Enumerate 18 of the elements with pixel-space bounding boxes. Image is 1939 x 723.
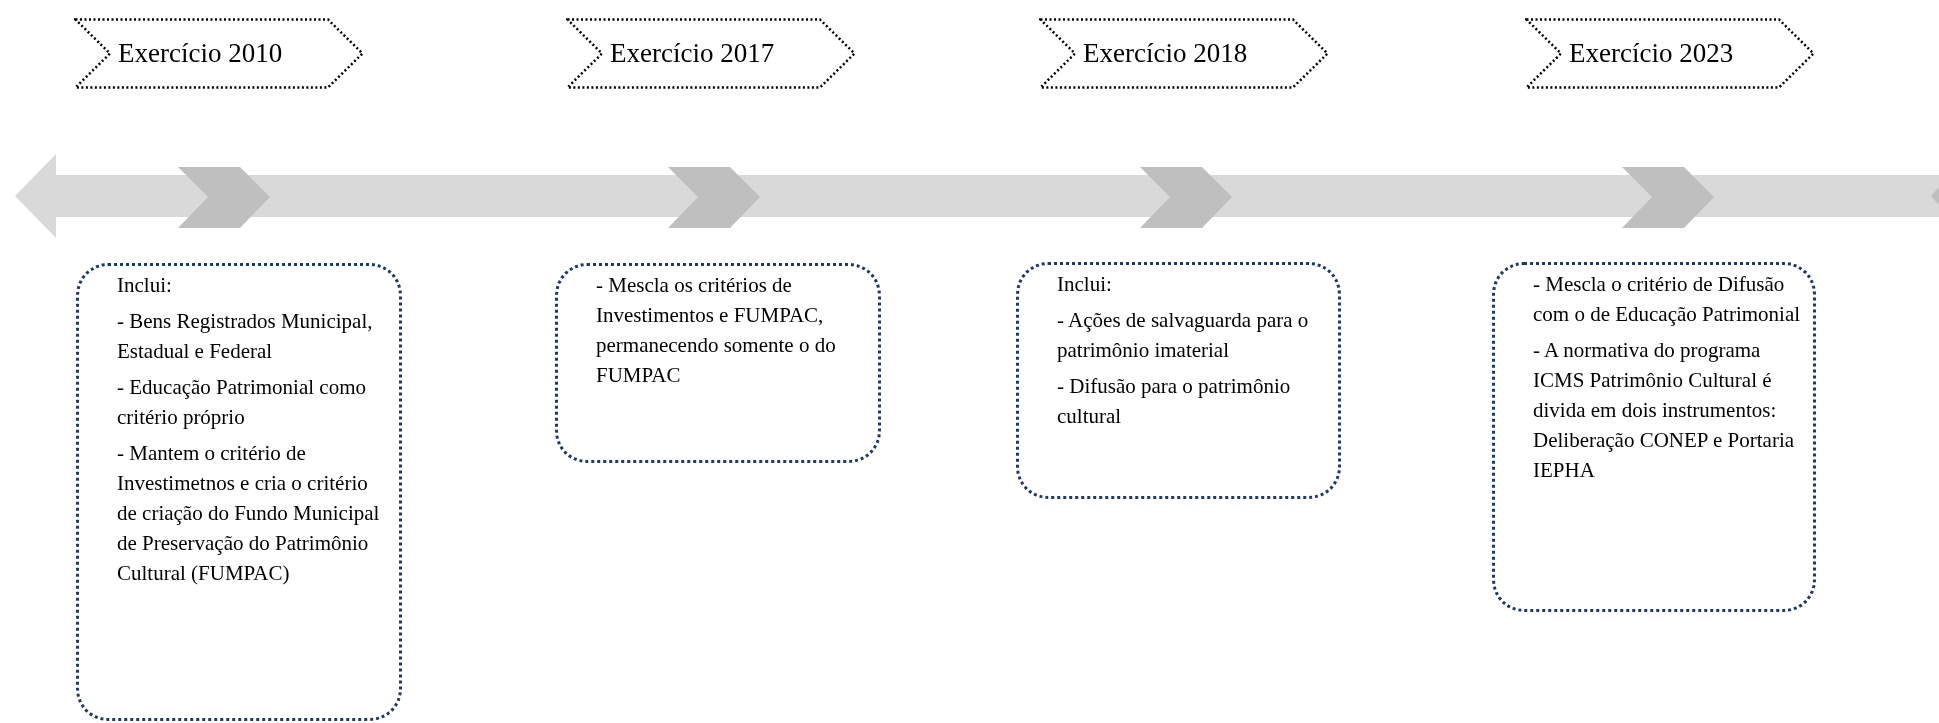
year-label: Exercício 2018 xyxy=(1083,40,1248,67)
note-text: - Mantem o critério de Investimetnos e cria o critério de criação do Fundo Municipal de Preservação do Patrimônio Cultural (FUMPAC) xyxy=(117,440,381,587)
note-text: - Difusão para o patrimônio cultural xyxy=(1057,373,1292,430)
note-card xyxy=(555,263,881,463)
year-label: Exercício 2017 xyxy=(610,40,775,67)
note-text: - A normativa do programa ICMS Patrimônio Cultural é divida em dois instrumentos: Deliberação CONEP e Portaria IEPHA xyxy=(1533,337,1796,484)
year-label: Exercício 2023 xyxy=(1569,40,1734,67)
year-label: Exercício 2010 xyxy=(118,40,283,67)
note-text: - Ações de salvaguarda para o patrimônio imaterial xyxy=(1057,307,1310,364)
note-text: - Bens Registrados Municipal, Estadual e Federal xyxy=(117,308,374,365)
note-card xyxy=(1492,262,1816,612)
note-card xyxy=(1016,262,1341,499)
note-text: - Mescla o critério de Difusão com o de Educação Patrimonial xyxy=(1533,271,1802,328)
note-text: - Mescla os critérios de Investimentos e FUMPAC, permanecendo somente o do FUMPAC xyxy=(596,272,837,389)
note-card xyxy=(76,263,402,721)
note-text: - Educação Patrimonial como critério próprio xyxy=(117,374,367,431)
note-text: Inclui: xyxy=(117,272,173,299)
note-text: Inclui: xyxy=(1057,271,1113,298)
